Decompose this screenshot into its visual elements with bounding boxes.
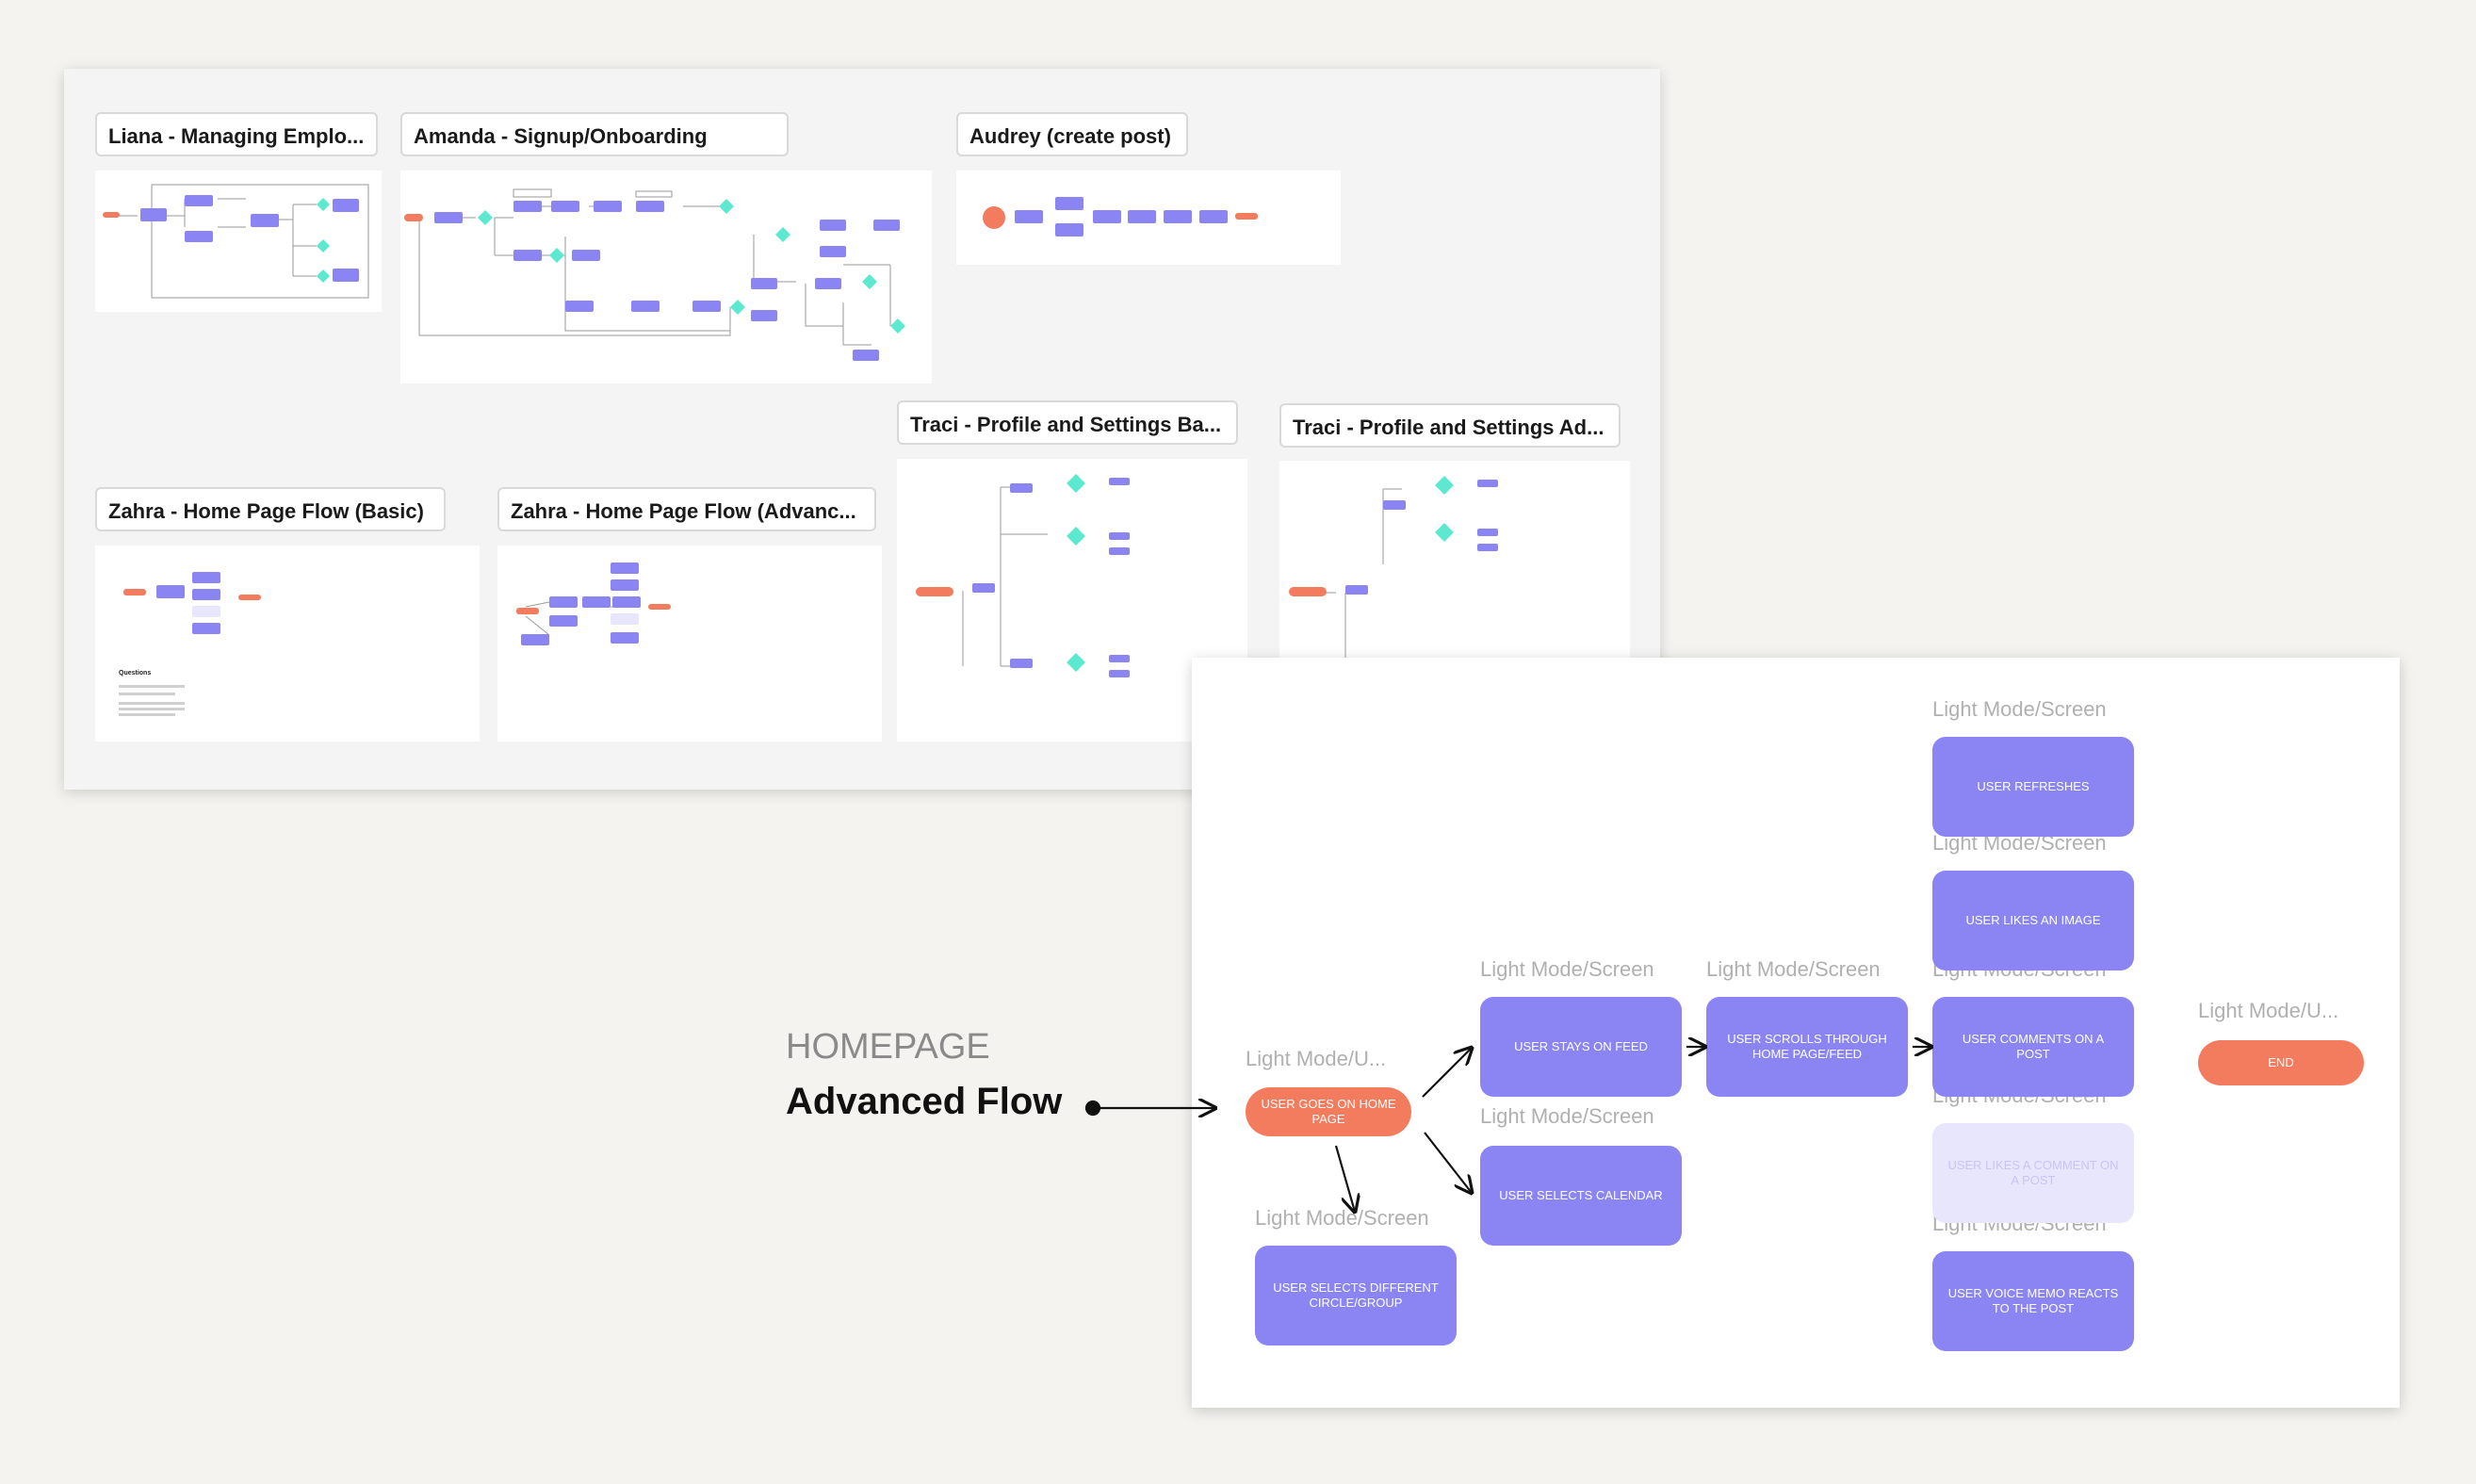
flow-thumbnail-amanda[interactable]	[400, 171, 932, 383]
node-user-selects-calendar[interactable]: USER SELECTS CALENDAR	[1480, 1146, 1682, 1246]
flow-thumbnail-zahra-advanced[interactable]	[497, 546, 882, 742]
flow-thumbnail-traci-advanced[interactable]	[1279, 461, 1630, 659]
node-end[interactable]: END	[2198, 1040, 2364, 1085]
flow-thumbnail-audrey[interactable]	[956, 171, 1341, 265]
caption-start: Light Mode/U...	[1246, 1047, 1387, 1070]
node-user-likes-an-image[interactable]: USER LIKES AN IMAGE	[1932, 871, 2134, 970]
flow-label-traci-basic[interactable]: Traci - Profile and Settings Ba...	[897, 400, 1238, 445]
flow-label-audrey[interactable]: Audrey (create post)	[956, 112, 1188, 156]
caption-select-calendar: Light Mode/Screen	[1480, 1104, 1654, 1128]
flow-label-amanda[interactable]: Amanda - Signup/Onboarding	[400, 112, 789, 156]
section-title: Advanced Flow	[786, 1081, 1063, 1122]
thumbnail-questions-heading: Questions	[119, 670, 152, 677]
node-user-scrolls-through-feed[interactable]: USER SCROLLS THROUGH HOME PAGE/FEED	[1706, 997, 1908, 1097]
node-user-stays-on-feed[interactable]: USER STAYS ON FEED	[1480, 997, 1682, 1097]
node-user-goes-on-home-page[interactable]: USER GOES ON HOME PAGE	[1246, 1087, 1411, 1136]
node-user-comments-on-post[interactable]: USER COMMENTS ON A POST	[1932, 997, 2134, 1097]
section-overline: HOMEPAGE	[786, 1027, 990, 1067]
caption-end: Light Mode/U...	[2198, 999, 2339, 1022]
flow-thumbnail-zahra-basic[interactable]: Questions	[95, 546, 480, 742]
node-user-selects-different-circle[interactable]: USER SELECTS DIFFERENT CIRCLE/GROUP	[1255, 1246, 1457, 1345]
flow-label-traci-advanced[interactable]: Traci - Profile and Settings Ad...	[1279, 403, 1621, 448]
flow-thumbnail-liana[interactable]	[95, 171, 382, 312]
caption-refreshes: Light Mode/Screen	[1932, 697, 2107, 721]
caption-scrolls: Light Mode/Screen	[1706, 957, 1881, 981]
flow-label-liana[interactable]: Liana - Managing Emplo...	[95, 112, 378, 156]
flow-label-zahra-advanced[interactable]: Zahra - Home Page Flow (Advanc...	[497, 487, 876, 531]
flow-label-zahra-basic[interactable]: Zahra - Home Page Flow (Basic)	[95, 487, 446, 531]
node-user-voice-memo-reacts[interactable]: USER VOICE MEMO REACTS TO THE POST	[1932, 1251, 2134, 1351]
caption-stays-feed: Light Mode/Screen	[1480, 957, 1654, 981]
flow-thumbnail-traci-basic[interactable]	[897, 459, 1247, 742]
overview-canvas[interactable]: Liana - Managing Emplo... Amanda - Signu…	[64, 69, 1660, 790]
advanced-flow-detail-canvas[interactable]: Light Mode/U... Light Mode/Screen Light …	[1192, 658, 2400, 1408]
node-user-likes-a-comment[interactable]: USER LIKES A COMMENT ON A POST	[1932, 1123, 2134, 1223]
caption-select-circle: Light Mode/Screen	[1255, 1206, 1429, 1230]
node-user-refreshes[interactable]: USER REFRESHES	[1932, 737, 2134, 837]
